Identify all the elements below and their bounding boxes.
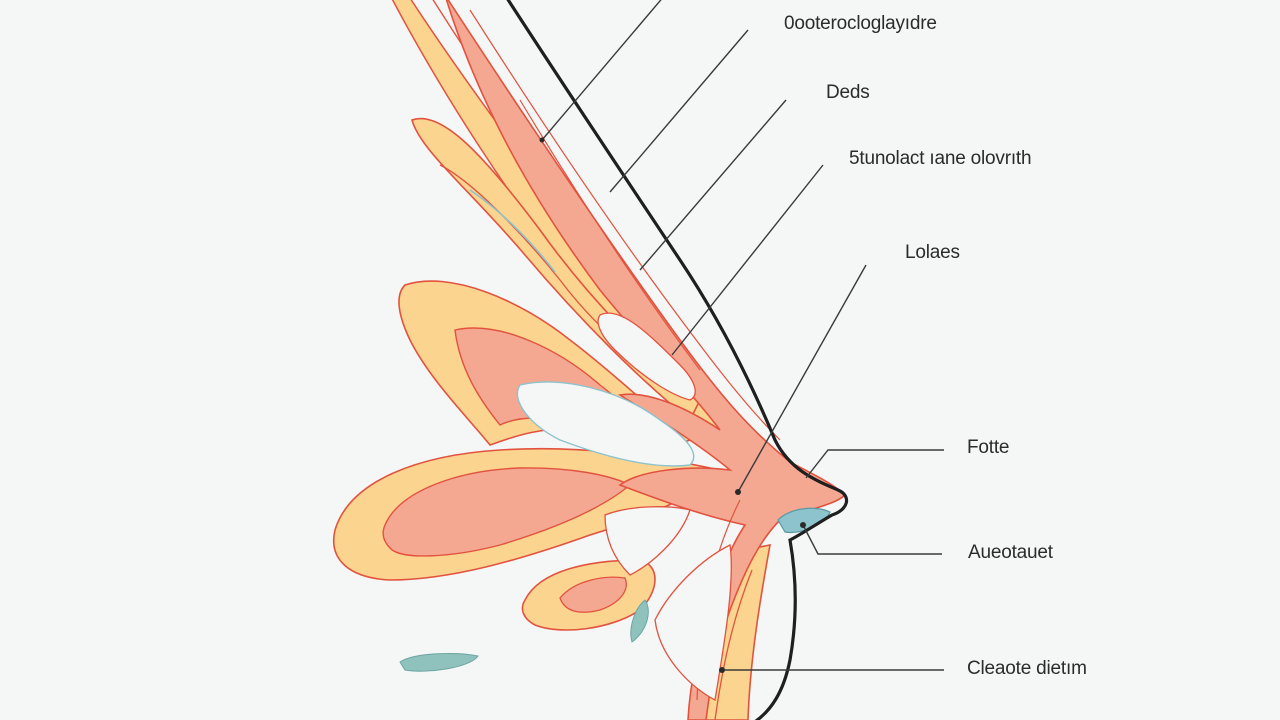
areola — [777, 507, 831, 534]
skin-outline — [506, 0, 849, 720]
leader-lines — [539, 0, 944, 673]
gap-2 — [597, 312, 696, 401]
gap-4 — [654, 544, 732, 701]
pointer-dot-lobes — [735, 489, 741, 495]
label-lobes: Lolaes — [905, 242, 960, 263]
duct-line-1 — [469, 9, 781, 441]
leader-lobes — [737, 264, 867, 493]
pointer-dot-lower — [719, 667, 725, 673]
label-fourth: Fotte — [967, 437, 1010, 458]
label-ducts: Deds — [826, 82, 870, 103]
middle-duct-inner-2 — [469, 189, 556, 273]
label-second: 5tunolact ıane olovrıth — [849, 148, 1032, 169]
small-lobe-inner — [559, 576, 627, 613]
label-fifth: Aueotauet — [968, 542, 1053, 563]
leader-fourth — [805, 449, 944, 479]
pointer-dot-top — [539, 137, 545, 143]
leader-second — [671, 164, 824, 356]
gap-3 — [604, 506, 691, 576]
label-sixth: Cleaote dietım — [967, 658, 1087, 679]
leader-ducts — [639, 99, 787, 271]
leader-fifth — [802, 524, 942, 555]
lobe-gaps — [516, 312, 732, 701]
teal-droplet-2 — [630, 599, 649, 643]
label-top: 0ooterocloglayıdre — [784, 13, 937, 34]
leader-ducts-top — [609, 29, 749, 193]
pointer-dot-areola — [800, 522, 806, 528]
teal-droplet-1 — [399, 653, 479, 672]
lower-long-lobe-inner — [714, 569, 753, 720]
leader-top — [541, 0, 662, 141]
gap-1 — [516, 381, 695, 467]
lower-lobe-inner — [382, 467, 632, 557]
